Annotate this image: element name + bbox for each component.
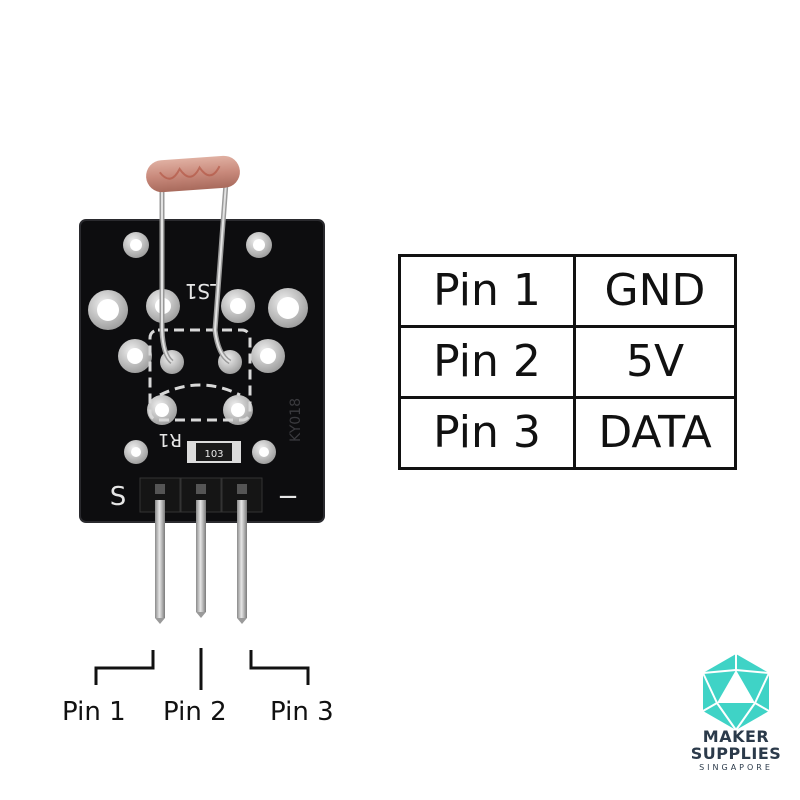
pin-name-cell: Pin 3 [398,396,576,470]
pin-2-label: Pin 2 [163,697,227,727]
pinout-table: Pin 1 GND Pin 2 5V Pin 3 DATA [398,254,737,470]
ldr-leads [159,182,232,365]
silkscreen-r1-label: R1 [158,429,182,450]
header-pins [155,500,247,624]
table-row: Pin 3 DATA [398,396,737,470]
silkscreen-ground-label: − [277,482,299,512]
table-row: Pin 2 5V [398,325,737,399]
logo-text-supplies: SUPPLIES [690,744,782,763]
pin-function-cell: 5V [573,325,737,399]
pin-name-cell: Pin 1 [398,254,576,328]
d20-dice-icon [702,654,770,731]
pcb-board [79,219,325,523]
pin-header [139,477,263,513]
table-row: Pin 1 GND [398,254,737,328]
logo-text-maker: MAKER [702,727,770,746]
smd-resistor: 103 [187,441,241,463]
pin-function-cell: GND [573,254,737,328]
silkscreen-model-label: KY018 [288,398,304,442]
silkscreen-signal-label: S [110,482,127,512]
pin-indicator-brackets [94,648,310,690]
pin-1-label: Pin 1 [62,697,126,727]
pin-function-cell: DATA [573,396,737,470]
photoresistor [146,155,240,193]
pin-name-cell: Pin 2 [398,325,576,399]
maker-supplies-logo: MAKER SUPPLIES SINGAPORE [686,650,786,780]
logo-text-singapore: SINGAPORE [699,763,773,772]
solder-pads [88,232,308,464]
pin-3-label: Pin 3 [270,697,334,727]
ldr-silkscreen-outline [148,328,252,422]
resistor-code: 103 [204,449,223,460]
